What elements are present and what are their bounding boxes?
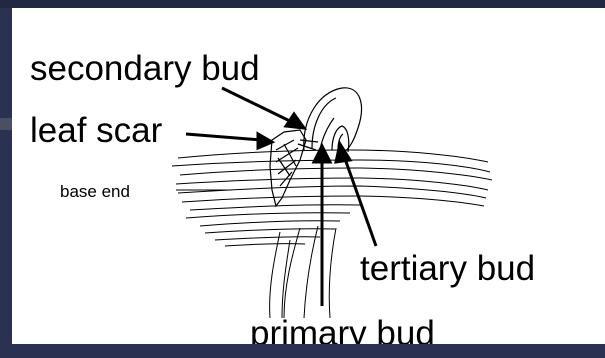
label-base-end: base end [60, 182, 130, 201]
left-notch-mark [0, 118, 12, 130]
leaf-scar-arrow [186, 134, 262, 140]
bottom-border [0, 344, 605, 358]
branch-drawing [270, 226, 336, 318]
secondary-bud-arrow [222, 88, 296, 124]
primary-bud-arrowhead [314, 146, 330, 162]
secondary-bud-arrowhead [286, 114, 304, 128]
tertiary-bud-arrowhead [336, 144, 350, 162]
label-tertiary-bud: tertiary bud [360, 249, 535, 288]
label-primary-bud: primary bud [250, 314, 435, 344]
label-secondary-bud: secondary bud [30, 49, 260, 88]
leaf-scar-arrowhead [258, 134, 272, 148]
top-border [0, 0, 605, 8]
stem-drawing [172, 150, 492, 246]
tertiary-bud-arrow [344, 156, 376, 246]
bud-drawing [270, 88, 361, 206]
label-leaf-scar: leaf scar [30, 111, 163, 150]
twig-bud-diagram: secondary bud leaf scar base end tertiar… [12, 8, 605, 344]
diagram-panel: secondary bud leaf scar base end tertiar… [12, 8, 605, 344]
left-border [0, 8, 12, 358]
